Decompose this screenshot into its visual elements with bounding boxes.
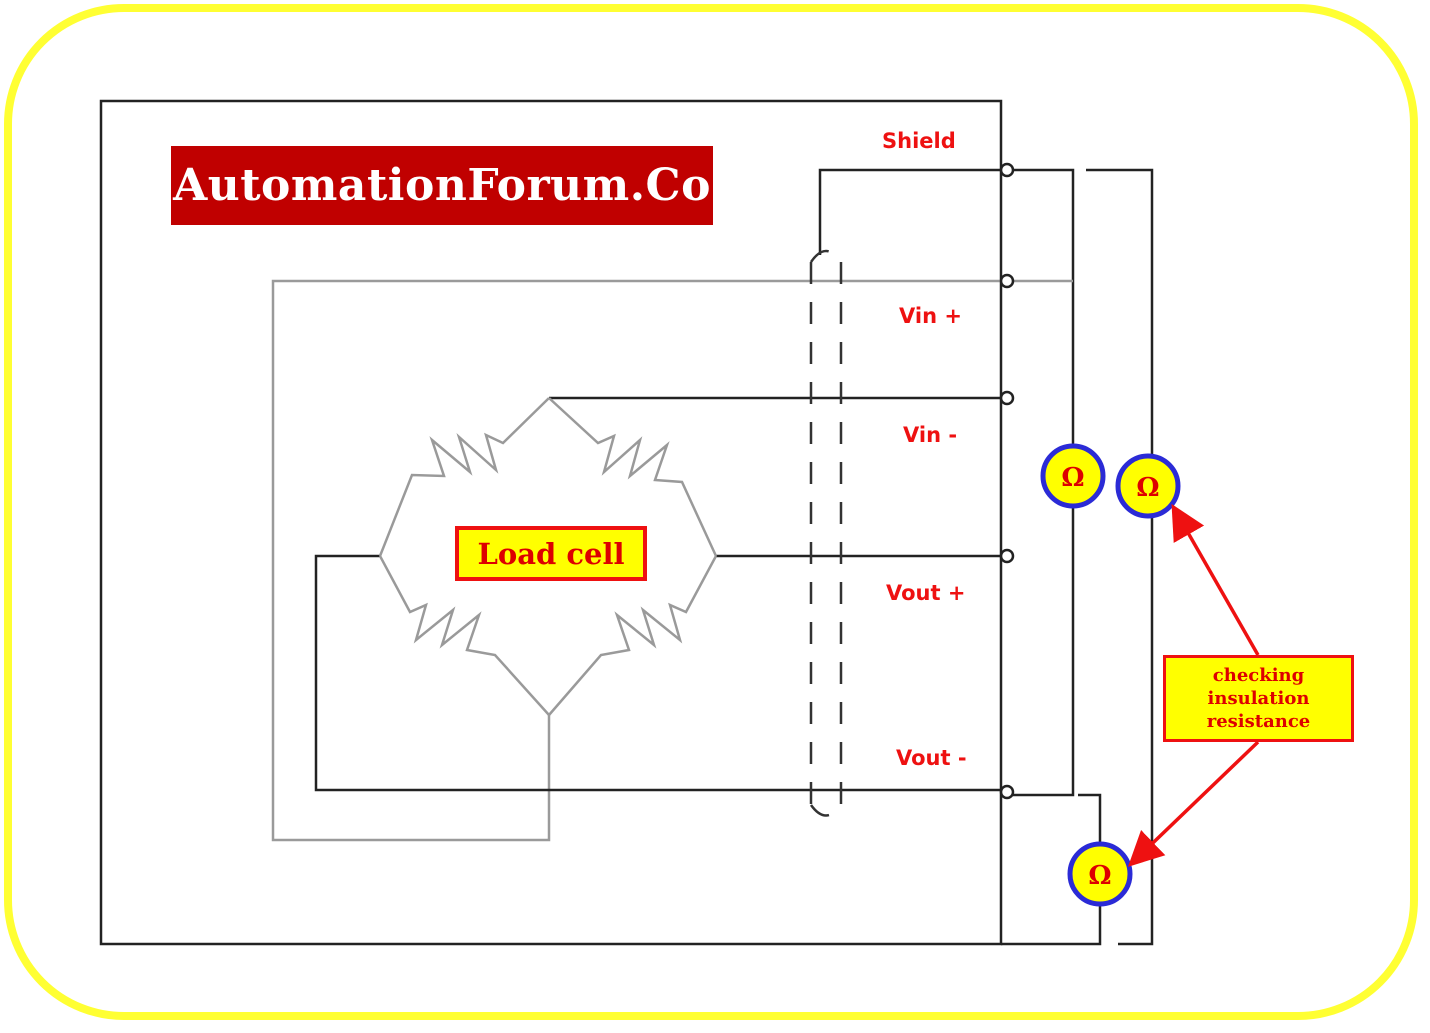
insulation-note: checking insulation resistance (1163, 655, 1354, 742)
label-vout-plus: Vout + (886, 581, 965, 605)
shield-wire (818, 168, 1075, 797)
vout-minus-wire (314, 554, 1001, 792)
load-cell-label: Load cell (455, 526, 647, 581)
terminal-vout-minus[interactable] (999, 784, 1015, 800)
label-shield: Shield (882, 129, 956, 153)
resistor-bottom-left (378, 555, 550, 716)
ohmmeter-1-body (1040, 443, 1106, 509)
resistor-top-left (378, 397, 550, 557)
wheatstone-bridge (378, 397, 718, 716)
ohmmeter-2-body (1115, 453, 1181, 519)
label-vin-minus: Vin - (903, 423, 957, 447)
arrow-to-ohmmeter-2 (1171, 503, 1260, 656)
ohmmeter-2: Ω (1115, 453, 1181, 519)
ohm-icon: Ω (1088, 861, 1111, 891)
label-vout-minus: Vout - (896, 746, 967, 770)
cable-sheath (809, 249, 843, 817)
shield-return-wire (1086, 168, 1154, 946)
vin-plus-wire (271, 279, 1073, 842)
ohmmeter-3: Ω (1067, 841, 1133, 907)
ohm-icon: Ω (1061, 463, 1084, 493)
resistor-top-right (548, 397, 718, 557)
arrow-to-ohmmeter-3 (1127, 740, 1260, 867)
resistor-bottom-right (548, 555, 718, 716)
load-cell-enclosure (99, 99, 1003, 946)
terminal-block (999, 162, 1015, 800)
label-vin-plus: Vin + (899, 304, 962, 328)
ohm-icon: Ω (1136, 473, 1159, 503)
terminal-vout-plus[interactable] (999, 548, 1015, 564)
terminal-vin-minus[interactable] (999, 390, 1015, 406)
terminal-shield[interactable] (999, 162, 1015, 178)
terminal-vin-plus[interactable] (999, 273, 1015, 289)
ohmmeter-1: Ω (1040, 443, 1106, 509)
brand-logo: AutomationForum.Co (171, 146, 713, 225)
ohmmeter-3-body (1067, 841, 1133, 907)
